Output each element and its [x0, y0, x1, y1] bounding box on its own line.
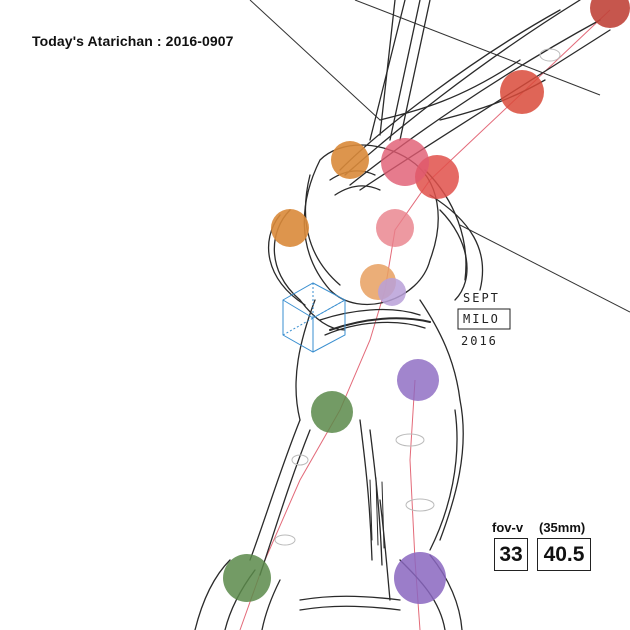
signature-frame	[457, 308, 511, 330]
joint-marker-elbow-left	[271, 209, 309, 247]
joint-marker-knee-left	[223, 554, 271, 602]
fov-value-box: 33	[494, 538, 528, 571]
joint-marker-navel	[378, 278, 406, 306]
fov-label: fov-v	[492, 520, 524, 535]
signature-line-3: 2016	[461, 334, 498, 348]
joint-marker-shoulder	[376, 209, 414, 247]
joint-marker-head	[381, 138, 429, 186]
page-title: Today's Atarichan : 2016-0907	[32, 33, 234, 49]
reference-cube-icon	[282, 282, 346, 353]
perspective-lines	[249, 0, 630, 313]
joint-marker-wrist	[500, 70, 544, 114]
lens-label: (35mm)	[539, 520, 586, 535]
joint-ellipses	[274, 48, 561, 546]
joint-marker-hand-left	[331, 141, 369, 179]
joint-markers	[223, 0, 630, 604]
joint-marker-hip-left	[311, 391, 353, 433]
signature-line-1: SEPT	[463, 291, 500, 305]
signature-line-2: MILO	[463, 312, 500, 326]
joint-marker-hip-right	[397, 359, 439, 401]
joint-marker-hand	[590, 0, 630, 28]
joint-marker-knee-right	[394, 552, 446, 604]
figure-sketch	[194, 0, 611, 630]
lens-value-box: 40.5	[537, 538, 591, 571]
